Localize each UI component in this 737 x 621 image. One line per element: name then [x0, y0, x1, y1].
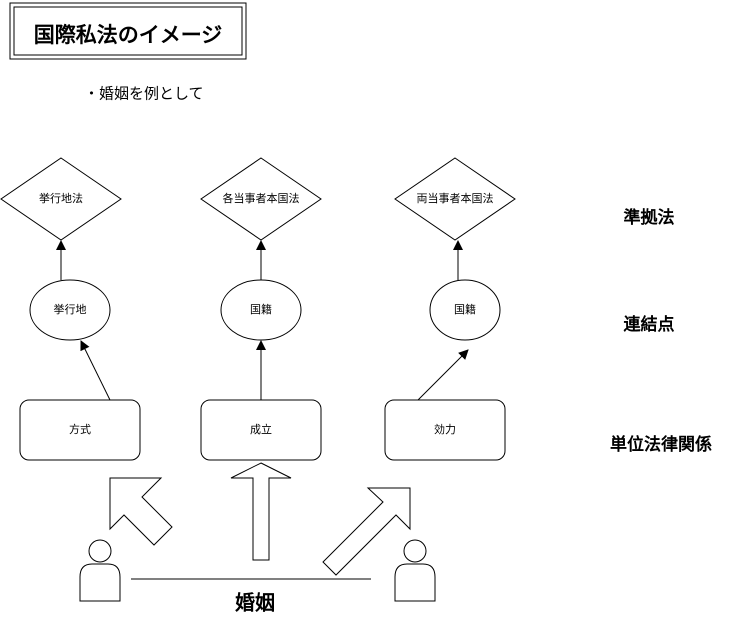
applicable-law-center-label: 各当事者本国法	[223, 191, 300, 205]
connecting-factor-center: 国籍	[220, 279, 302, 341]
block-arrow-center	[230, 462, 292, 561]
connecting-factor-center-label: 国籍	[250, 302, 272, 316]
unit-relation-right: 効力	[384, 399, 506, 461]
applicable-law-right: 両当事者本国法	[394, 157, 516, 241]
connecting-factor-left-label: 挙行地	[54, 303, 87, 316]
applicable-law-left: 挙行地法	[0, 157, 122, 241]
unit-relation-center: 成立	[200, 399, 322, 461]
person-left-icon	[79, 539, 121, 602]
subtitle: ・婚姻を例として	[84, 85, 204, 103]
block-arrow-left	[109, 477, 173, 546]
unit-relation-right-label: 効力	[434, 422, 456, 436]
applicable-law-left-label: 挙行地法	[39, 191, 83, 205]
page-title: 国際私法のイメージ	[34, 23, 223, 47]
side-label-connecting-factor: 連結点	[624, 314, 675, 335]
marriage-label: 婚姻	[235, 591, 275, 615]
connecting-factor-right: 国籍	[429, 279, 501, 341]
unit-relation-center-label: 成立	[250, 422, 272, 436]
applicable-law-center: 各当事者本国法	[200, 157, 322, 241]
title-box: 国際私法のイメージ	[9, 2, 247, 60]
person-right-icon	[394, 539, 436, 602]
connecting-factor-right-label: 国籍	[454, 302, 476, 316]
applicable-law-right-label: 両当事者本国法	[417, 191, 494, 205]
arrow-left-lower	[80, 340, 111, 401]
unit-relation-left: 方式	[19, 399, 141, 461]
connecting-factor-left: 挙行地	[29, 279, 111, 341]
block-arrow-right	[322, 487, 411, 576]
arrow-right-lower	[417, 349, 469, 401]
side-label-applicable-law: 準拠法	[624, 207, 675, 228]
side-label-unit-relation: 単位法律関係	[610, 434, 712, 455]
unit-relation-left-label: 方式	[69, 422, 91, 436]
